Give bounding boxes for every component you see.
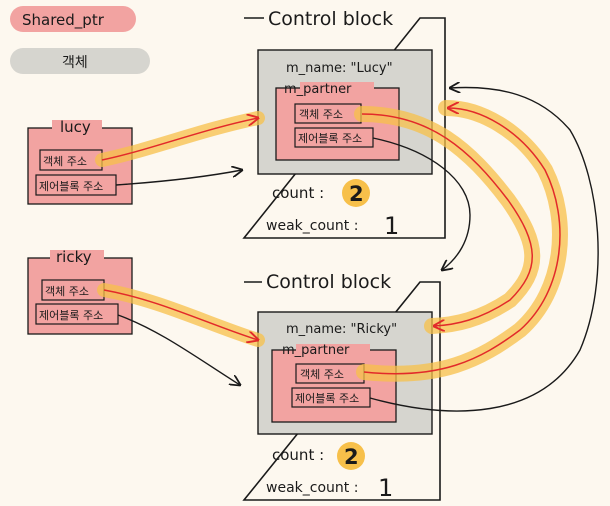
field-control-address-label: 제어블록 주소 — [295, 392, 359, 405]
control-block-ricky: Control block m_name: "Ricky" m_partner … — [242, 271, 441, 502]
count-value: 2 — [344, 445, 359, 469]
weak-count-value: 1 — [384, 212, 399, 240]
field-control-address-label: 제어블록 주소 — [298, 132, 362, 145]
field-object-address-label: 객체 주소 — [299, 108, 343, 121]
m-partner-ptr — [275, 87, 400, 161]
arrows — [95, 87, 599, 412]
field-control-address-label: 제어블록 주소 — [39, 180, 103, 193]
control-block-title: Control block — [268, 8, 393, 30]
weak-count-label: weak_count : — [266, 218, 358, 234]
count-value: 2 — [349, 182, 364, 206]
control-block-lucy: Control block m_name: "Lucy" m_partner 객… — [242, 8, 446, 240]
object-m-name: m_name: "Lucy" — [286, 61, 393, 76]
field-object-address-label: 객체 주소 — [45, 285, 89, 298]
legend-shared-ptr-swatch — [10, 6, 136, 32]
count-label: count : — [272, 446, 324, 464]
arrow-ricky-partner-to-lucy-object — [363, 108, 561, 375]
arrow-lucy-to-control-block — [115, 170, 242, 186]
legend: Shared_ptr 객체 — [10, 6, 150, 74]
m-partner-ptr — [271, 349, 397, 423]
legend-object-swatch — [10, 48, 150, 74]
field-control-address — [35, 303, 119, 325]
arrow-ricky-to-control-block — [117, 314, 240, 385]
arrow-lucy-partner-to-control-block — [372, 137, 471, 270]
arrow-lucy-partner-to-ricky-object — [361, 113, 533, 326]
arrow-lucy-to-lucy-object — [101, 118, 258, 161]
field-object-address-label: 객체 주소 — [300, 368, 344, 381]
shared-ptr-name: ricky — [56, 248, 92, 266]
count-label: count : — [272, 184, 324, 202]
field-control-address-label: 제어블록 주소 — [39, 309, 103, 322]
m-partner-label: m_partner — [284, 82, 352, 97]
object-m-name: m_name: "Ricky" — [286, 322, 397, 337]
arrow-ricky-partner-to-control-block — [369, 87, 599, 412]
field-object-address-label: 객체 주소 — [43, 155, 87, 168]
count-highlight — [337, 442, 365, 470]
field-control-address — [291, 387, 371, 408]
count-highlight — [342, 179, 370, 207]
control-block-title: Control block — [266, 271, 391, 293]
shared-ptr-box — [27, 127, 133, 205]
m-partner-label: m_partner — [282, 343, 350, 358]
shared-ptr-name: lucy — [60, 118, 91, 136]
legend-object-label: 객체 — [62, 55, 88, 71]
field-control-address — [294, 127, 374, 148]
weak-count-value: 1 — [378, 474, 393, 502]
weak-count-label: weak_count : — [266, 480, 358, 496]
legend-shared-ptr-label: Shared_ptr — [22, 11, 105, 30]
arrow-ricky-to-ricky-object — [103, 289, 258, 340]
shared-ptr-lucy: lucy 객체 주소 제어블록 주소 — [27, 118, 133, 205]
